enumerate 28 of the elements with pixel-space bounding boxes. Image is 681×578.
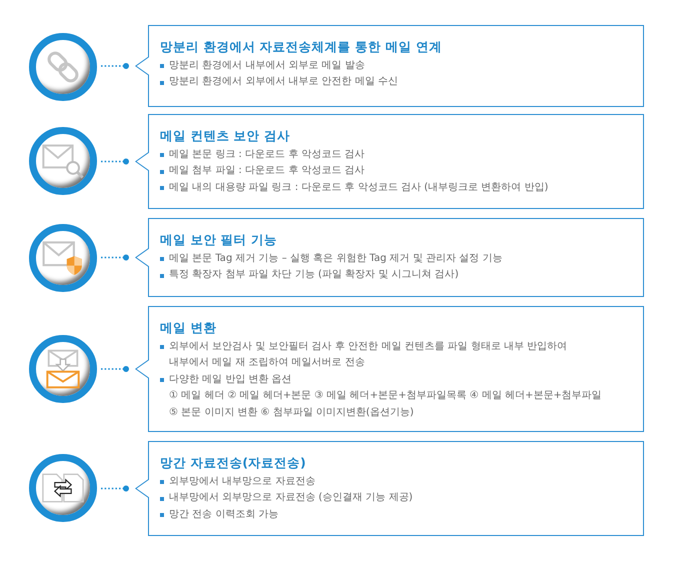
list-item: 메일 본문 Tag 제거 기능 – 실행 혹은 위험한 Tag 제거 및 관리자 설정 기능 [169, 252, 502, 266]
dotted-connector [101, 366, 129, 372]
callout-box [135, 218, 644, 297]
callout-box [135, 25, 644, 107]
dotted-connector [101, 63, 129, 69]
list-item: 망분리 환경에서 외부에서 내부로 안전한 메일 수신 [169, 75, 398, 89]
heading: 망간 자료전송(자료전송) [160, 454, 307, 472]
list-item: 특정 확장자 첨부 파일 차단 기능 (파일 확장자 및 시그니쳐 검사) [169, 268, 459, 282]
list-item: 망분리 환경에서 내부에서 외부로 메일 발송 [169, 58, 365, 72]
list-item: 메일 첨부 파일 : 다운로드 후 악성코드 검사 [169, 164, 365, 178]
callout-box [135, 441, 644, 536]
heading: 메일 컨텐츠 보안 검사 [160, 127, 292, 145]
callout-box [135, 114, 644, 209]
heading: 메일 보안 필터 기능 [160, 231, 278, 249]
option-list: ① 메일 헤더 ② 메일 헤더+본문 ③ 메일 헤더+본문+첨부파일목록 ④ 메일 헤더+본문+첨부파일 ⑤ 본문 이미지 변환 ⑥ 첨부파일 이미지변환(옵션기능) [169, 388, 605, 421]
list-item: 외부망에서 내부망으로 자료전송 [169, 474, 316, 488]
callout-box [135, 306, 644, 432]
heading: 메일 변환 [160, 319, 218, 337]
dotted-connector [101, 486, 129, 492]
list-item: 메일 본문 링크 : 다운로드 후 악성코드 검사 [169, 148, 365, 162]
heading: 망분리 환경에서 자료전송체계를 통한 메일 연계 [160, 38, 443, 56]
list-item: 다양한 메일 반입 변환 옵션 [169, 372, 292, 386]
list-item: 망간 전송 이력조회 가능 [169, 508, 279, 522]
list-item: 내부망에서 외부망으로 자료전송 (승인결재 기능 제공) [169, 491, 413, 505]
dotted-connector [101, 158, 129, 164]
dotted-connector [101, 254, 129, 260]
list-item: 메일 내의 대용량 파일 링크 : 다운로드 후 악성코드 검사 (내부링크로 변환하여 반입) [169, 180, 548, 194]
list-item: 외부에서 보안검사 및 보안필터 검사 후 안전한 메일 컨텐츠를 파일 형태로 내부 반입하여 내부에서 메일 재 조립하여 메일서버로 전송 [169, 340, 568, 370]
